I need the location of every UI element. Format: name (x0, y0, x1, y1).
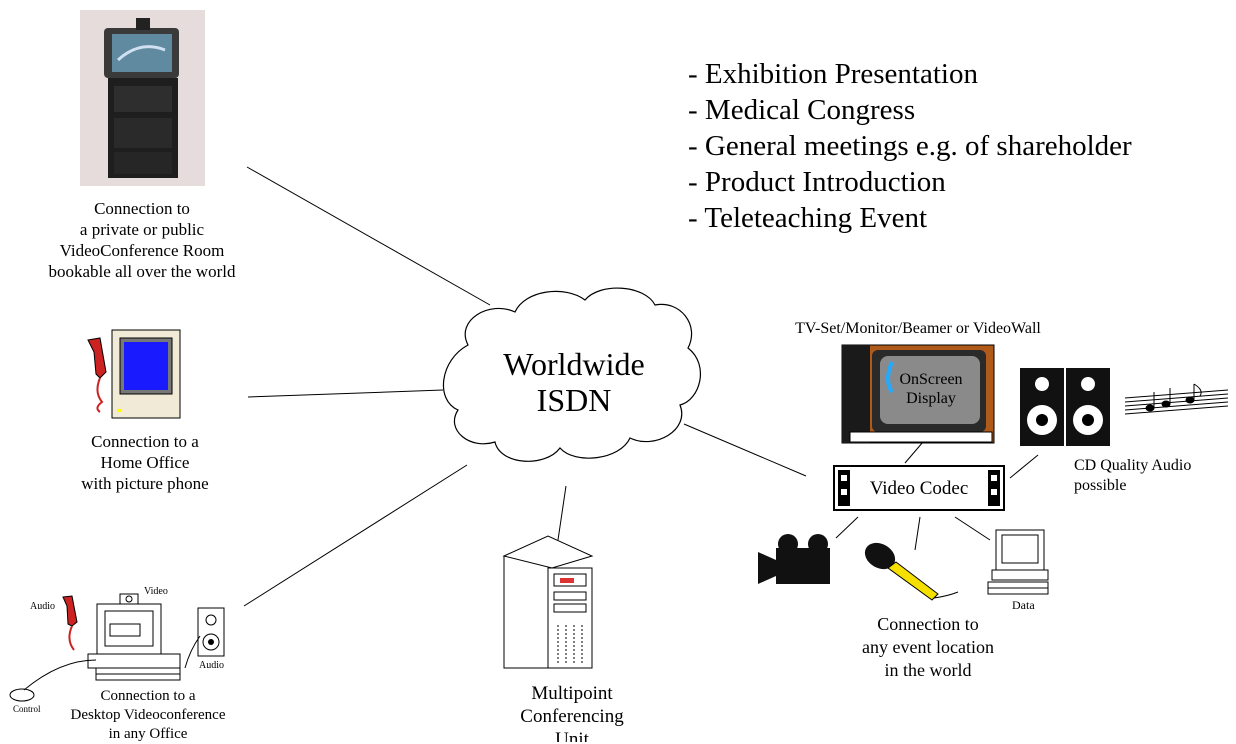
desktop-speaker-label: Audio (199, 660, 224, 671)
desktop-caption-line: Desktop Videoconference (70, 707, 226, 723)
microphone-icon (864, 542, 959, 601)
audio-caption: CD Quality Audio possible (1074, 456, 1191, 496)
tv-label: TV-Set/Monitor/Beamer or VideoWall (795, 320, 1041, 337)
home-caption: Connection to a Home Office with picture… (55, 431, 235, 494)
line-codec-mic (914, 516, 921, 551)
tv-screen-text: OnScreen Display (886, 370, 976, 408)
tv-screen-line: Display (906, 390, 956, 407)
line-codec-tv (904, 441, 924, 464)
audio-caption-line: possible (1074, 477, 1127, 494)
data-computer-icon (987, 529, 1049, 595)
line-home (247, 389, 444, 398)
room-caption-line: VideoConference Room (59, 241, 225, 260)
cloud-line-1: Worldwide (503, 346, 645, 382)
desktop-caption-line: in any Office (108, 726, 188, 742)
line-mcu (557, 485, 567, 541)
room-caption: Connection to a private or public VideoC… (22, 198, 262, 282)
bullet-item: - General meetings e.g. of shareholder (688, 130, 1132, 162)
line-codec (683, 423, 807, 477)
cloud-line-2: ISDN (536, 382, 612, 418)
event-types-list: - Exhibition Presentation - Medical Cong… (688, 56, 1132, 236)
music-notes-icon (1124, 383, 1229, 415)
room-caption-line: Connection to (94, 199, 190, 218)
video-codec-box (833, 465, 1005, 511)
home-caption-line: with picture phone (81, 474, 209, 493)
isdn-cloud-label: Worldwide ISDN (488, 346, 660, 418)
event-caption-line: any event location (862, 637, 994, 657)
line-codec-speakers (1009, 454, 1039, 479)
audio-caption-line: CD Quality Audio (1074, 457, 1192, 474)
tv-screen-line: OnScreen (899, 371, 963, 388)
desktop-videoconference-icon (9, 593, 225, 702)
mcu-caption-line: Multipoint (531, 683, 613, 704)
line-room (246, 166, 491, 306)
desktop-audio-label: Audio (30, 601, 55, 612)
mcu-caption: Multipoint Conferencing Unit (497, 682, 647, 742)
tv-set-icon (841, 344, 995, 444)
line-codec-camera (835, 516, 859, 539)
picture-phone-icon (87, 329, 181, 419)
codec-label: Video Codec (869, 478, 969, 499)
event-caption-line: Connection to (877, 614, 979, 634)
line-desktop (243, 464, 468, 607)
event-caption-line: in the world (884, 660, 972, 680)
mcu-caption-line: Conferencing (520, 706, 624, 727)
bullet-item: - Exhibition Presentation (688, 58, 978, 90)
bullet-item: - Teleteaching Event (688, 202, 927, 234)
room-caption-line: bookable all over the world (48, 262, 236, 281)
home-caption-line: Home Office (100, 453, 190, 472)
desktop-control-label: Control (13, 704, 41, 714)
mcu-caption-line: Unit (555, 729, 589, 742)
home-caption-line: Connection to a (91, 432, 199, 451)
speakers-icon (1020, 368, 1110, 446)
bullet-item: - Product Introduction (688, 166, 946, 198)
isdn-cloud (442, 287, 702, 462)
line-codec-data (954, 516, 991, 541)
video-camera-icon (758, 534, 830, 584)
desktop-caption: Connection to a Desktop Videoconference … (48, 687, 248, 744)
room-caption-line: a private or public (79, 220, 205, 239)
videoconference-room-photo (80, 10, 205, 186)
data-label: Data (1012, 598, 1035, 612)
desktop-caption-line: Connection to a (100, 688, 196, 704)
event-caption: Connection to any event location in the … (838, 613, 1018, 682)
bullet-item: - Medical Congress (688, 94, 916, 126)
desktop-video-label: Video (144, 586, 168, 597)
mcu-server-icon (502, 535, 594, 669)
